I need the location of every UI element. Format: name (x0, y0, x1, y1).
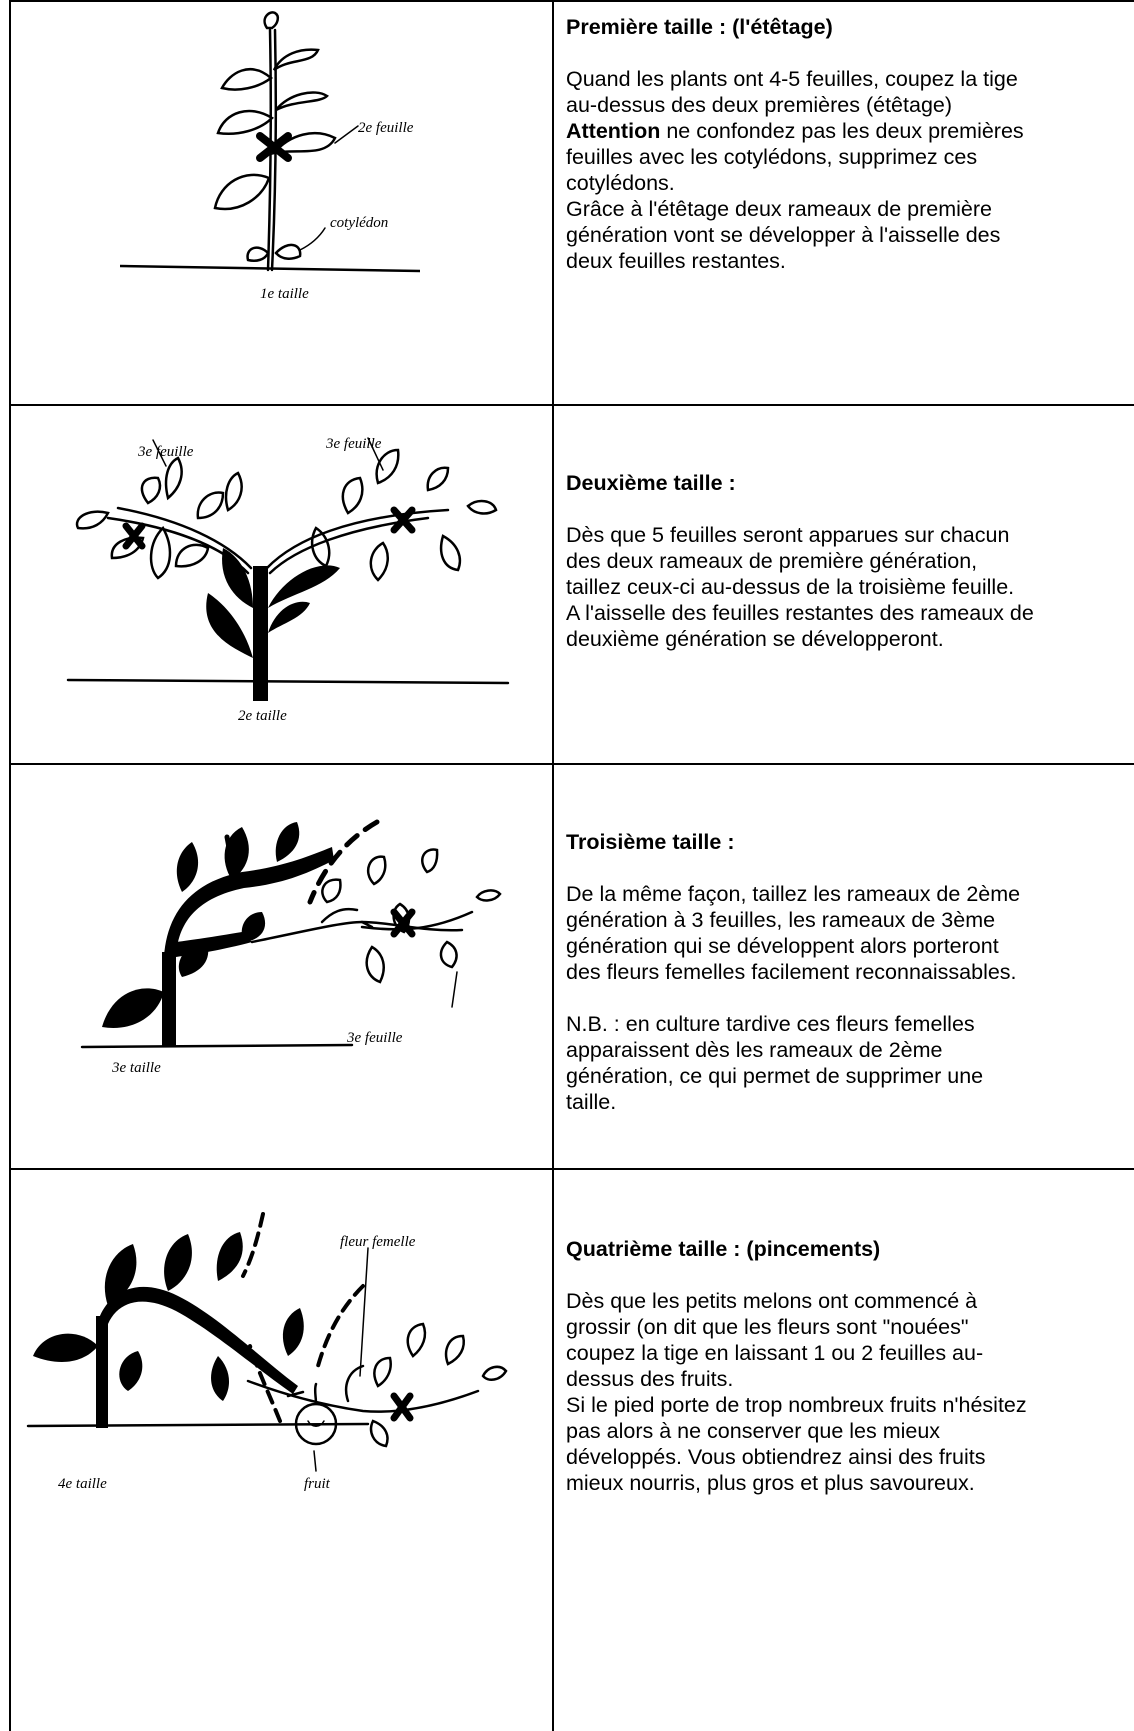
third-leaf-label: 3e feuille (346, 1030, 403, 1046)
first-pruning-caption: 1e taille (260, 286, 309, 302)
second-pruning-caption: 2e taille (238, 708, 287, 724)
plant-two-branches-drawing: 3e feuille 3e feuille 2e taille (66, 436, 510, 724)
female-flower-label: fleur femelle (340, 1234, 416, 1250)
row-3-text: Troisième taille : De la même façon, tai… (566, 829, 1036, 1115)
row-3-paragraph-2: N.B. : en culture tardive ces fleurs fem… (566, 1012, 984, 1114)
row-4-heading: Quatrième taille : (pincements) (566, 1237, 881, 1261)
row-1-paragraph-1: Quand les plants ont 4-5 feuilles, coupe… (566, 67, 1018, 117)
plant-branch-drawing: 3e feuille 3e taille (80, 819, 502, 1076)
fourth-pruning-caption: 4e taille (58, 1476, 107, 1492)
row-2-heading: Deuxième taille : (566, 471, 736, 495)
row-2-paragraph-2: A l'aisselle des feuilles restantes des … (566, 601, 1034, 651)
row-4-text: Quatrième taille : (pincements) Dès que … (566, 1236, 1036, 1496)
table-border-left (9, 0, 11, 1731)
second-leaf-label: 2e feuille (358, 120, 414, 136)
cotyledon-label: cotylédon (330, 215, 388, 231)
plant-seedling-drawing: 2e feuille cotylédon 1e taille (120, 11, 420, 302)
attention-label: Attention (566, 119, 661, 143)
row-4-paragraph-1: Dès que les petits melons ont commencé à… (566, 1289, 984, 1391)
illustration-first-pruning: 2e feuille cotylédon 1e taille (120, 8, 420, 308)
column-divider (552, 0, 554, 1731)
row-1-paragraph-2: Attention ne confondez pas les deux prem… (566, 118, 1036, 196)
row-2-paragraph-1: Dès que 5 feuilles seront apparues sur c… (566, 523, 1015, 599)
illustration-fourth-pruning: fleur femelle fruit 4e taille (18, 1196, 528, 1496)
row-divider-1 (10, 404, 1134, 406)
row-3-heading: Troisième taille : (566, 830, 735, 854)
illustration-second-pruning: 3e feuille 3e feuille 2e taille (48, 418, 518, 738)
row-1-paragraph-3: Grâce à l'étêtage deux rameaux de premiè… (566, 197, 1001, 273)
row-divider-2 (10, 763, 1134, 765)
third-leaf-right-label: 3e feuille (325, 436, 382, 452)
row-1-heading: Première taille : (l'étêtage) (566, 15, 833, 39)
row-1-text: Première taille : (l'étêtage) Quand les … (566, 14, 1036, 274)
fruit-label: fruit (304, 1476, 331, 1492)
row-divider-3 (10, 1168, 1134, 1170)
row-2-text: Deuxième taille : Dès que 5 feuilles ser… (566, 470, 1036, 652)
row-4-paragraph-2: Si le pied porte de trop nombreux fruits… (566, 1393, 1027, 1495)
row-3-paragraph-1: De la même façon, taillez les rameaux de… (566, 882, 1021, 984)
table-border-top (10, 0, 1134, 2)
row-1-paragraph-2-rest: ne confondez pas les deux premières feui… (566, 119, 1024, 195)
third-leaf-left-label: 3e feuille (137, 444, 194, 460)
illustration-third-pruning: 3e feuille 3e taille (72, 792, 512, 1092)
third-pruning-caption: 3e taille (111, 1060, 161, 1076)
plant-with-fruit-drawing: fleur femelle fruit 4e taille (26, 1212, 508, 1492)
